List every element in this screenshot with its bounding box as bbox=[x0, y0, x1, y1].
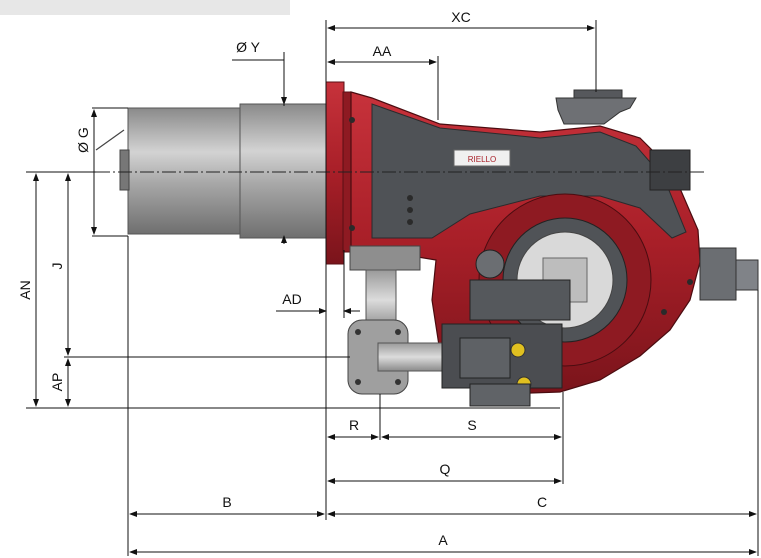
dim-label-ap: AP bbox=[49, 373, 65, 392]
dim-label-r: R bbox=[349, 417, 359, 433]
dim-label-a: A bbox=[438, 532, 448, 548]
dim-label-b: B bbox=[222, 494, 231, 510]
header-strip bbox=[0, 0, 290, 15]
blast-tube bbox=[95, 103, 329, 239]
dim-label-c: C bbox=[537, 494, 547, 510]
dim-label-ad: AD bbox=[282, 291, 301, 307]
dimension-lines bbox=[26, 20, 759, 556]
dim-label-xc: XC bbox=[451, 9, 470, 25]
label-plate-text: RIELLO bbox=[468, 155, 496, 164]
mounting-flange bbox=[325, 81, 352, 265]
dim-label-q: Q bbox=[440, 461, 451, 477]
gas-train bbox=[347, 245, 571, 407]
dim-label-og: Ø G bbox=[75, 127, 91, 153]
dim-label-j: J bbox=[49, 263, 65, 270]
dim-label-aa: AA bbox=[373, 43, 392, 59]
dim-label-an: AN bbox=[17, 280, 33, 299]
dim-label-oy: Ø Y bbox=[236, 39, 261, 55]
dim-label-s: S bbox=[467, 417, 476, 433]
